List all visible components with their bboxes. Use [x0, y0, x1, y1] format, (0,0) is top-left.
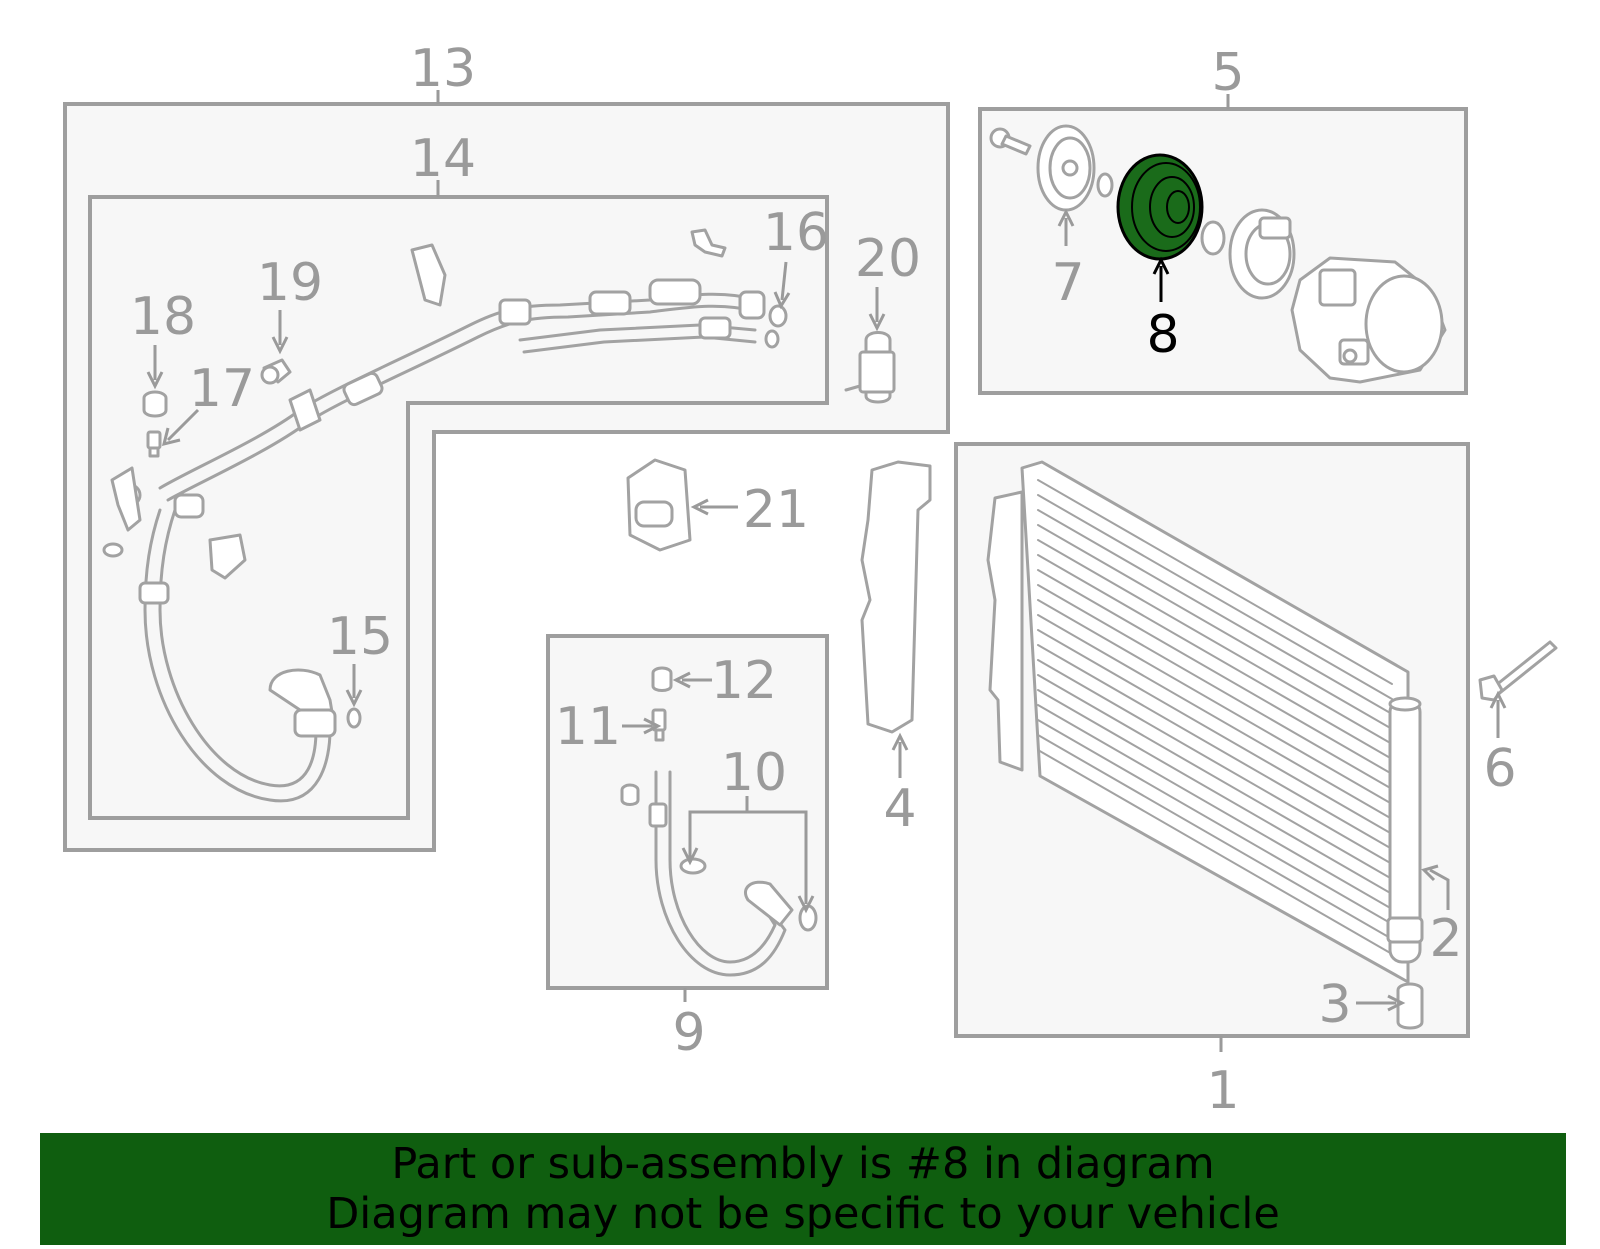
callout-20: 20 [855, 229, 921, 289]
callout-17: 17 [189, 359, 255, 419]
clutch-plate-7 [1036, 124, 1096, 212]
ac-hose-assembly [102, 243, 766, 803]
callout-13: 13 [410, 39, 476, 99]
bolt-5 [989, 127, 1032, 156]
o-ring-16b [764, 329, 780, 349]
group-box-14 [88, 195, 829, 820]
callout-3: 3 [1318, 975, 1351, 1035]
callout-10: 10 [721, 743, 787, 803]
receiver-drier-2 [1386, 696, 1424, 964]
callout-14: 14 [410, 129, 476, 189]
valve-core-11 [651, 708, 667, 742]
callout-8: 8 [1146, 305, 1179, 365]
callout-11: 11 [555, 697, 621, 757]
callout-4: 4 [883, 779, 916, 839]
hose-bolt [690, 228, 727, 258]
coil-field [1228, 208, 1296, 300]
callout-19: 19 [257, 253, 323, 313]
cap-12 [651, 666, 673, 692]
bracket-21 [626, 458, 692, 552]
valve-core-17 [146, 430, 162, 458]
snap-ring [1200, 220, 1226, 256]
cap-9 [620, 783, 640, 806]
callout-12: 12 [711, 651, 777, 711]
screw-19 [260, 358, 292, 385]
o-ring-10a [679, 857, 707, 875]
condenser-1 [986, 460, 1410, 984]
shim-7 [1096, 172, 1114, 198]
banner-line-2: Diagram may not be specific to your vehi… [326, 1189, 1280, 1239]
callout-15: 15 [327, 607, 393, 667]
callout-2: 2 [1429, 909, 1462, 969]
o-ring-15 [346, 707, 362, 729]
callout-9: 9 [672, 1003, 705, 1063]
callout-6: 6 [1483, 739, 1516, 799]
bolt-6 [1478, 640, 1558, 702]
callout-21: 21 [743, 480, 809, 540]
drier-cap-3 [1396, 982, 1424, 1030]
callout-7: 7 [1051, 253, 1084, 313]
liquid-line-9 [648, 770, 794, 977]
pressure-switch-20 [844, 331, 896, 404]
o-ring-16 [768, 304, 788, 328]
banner-line-1: Part or sub-assembly is #8 in diagram [391, 1139, 1215, 1189]
air-guard-4 [860, 460, 932, 734]
callout-5: 5 [1211, 43, 1244, 103]
compressor [1290, 256, 1447, 384]
callout-1: 1 [1206, 1061, 1239, 1121]
info-banner: Part or sub-assembly is #8 in diagram Di… [40, 1133, 1566, 1245]
callout-16: 16 [763, 203, 829, 263]
callout-18: 18 [130, 287, 196, 347]
cap-18 [142, 390, 168, 418]
o-ring-10b [798, 904, 818, 932]
pulley-8 [1116, 153, 1204, 261]
